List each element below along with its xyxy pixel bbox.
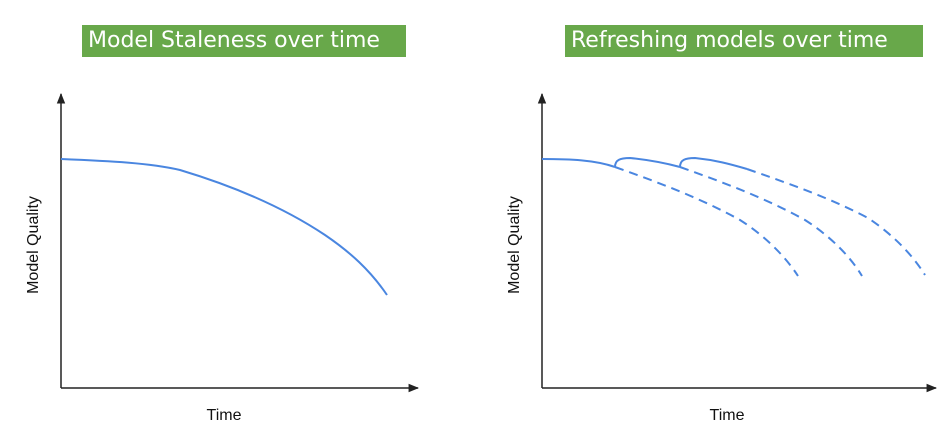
projected-decay-curve-2: [679, 166, 863, 277]
left-y-axis-label: Model Quality: [25, 196, 42, 294]
right-y-axis-label: Model Quality: [506, 196, 523, 294]
projected-decay-curve-1: [614, 166, 799, 277]
panel-title-refreshing-models: Refreshing models over time: [565, 25, 923, 57]
panel-title-model-staleness: Model Staleness over time: [82, 25, 406, 57]
refresh-jump-2: [679, 156, 748, 170]
left-staleness-curve: [60, 158, 388, 296]
right-x-axis-label: Time: [710, 407, 745, 424]
left-x-axis-label: Time: [207, 407, 242, 424]
refresh-solid-segment-1: [541, 158, 616, 168]
right-plot: Time Model Quality: [506, 92, 938, 424]
refresh-jump-1: [614, 156, 681, 168]
left-plot: Time Model Quality: [25, 92, 420, 424]
projected-decay-curve-3: [746, 168, 926, 276]
